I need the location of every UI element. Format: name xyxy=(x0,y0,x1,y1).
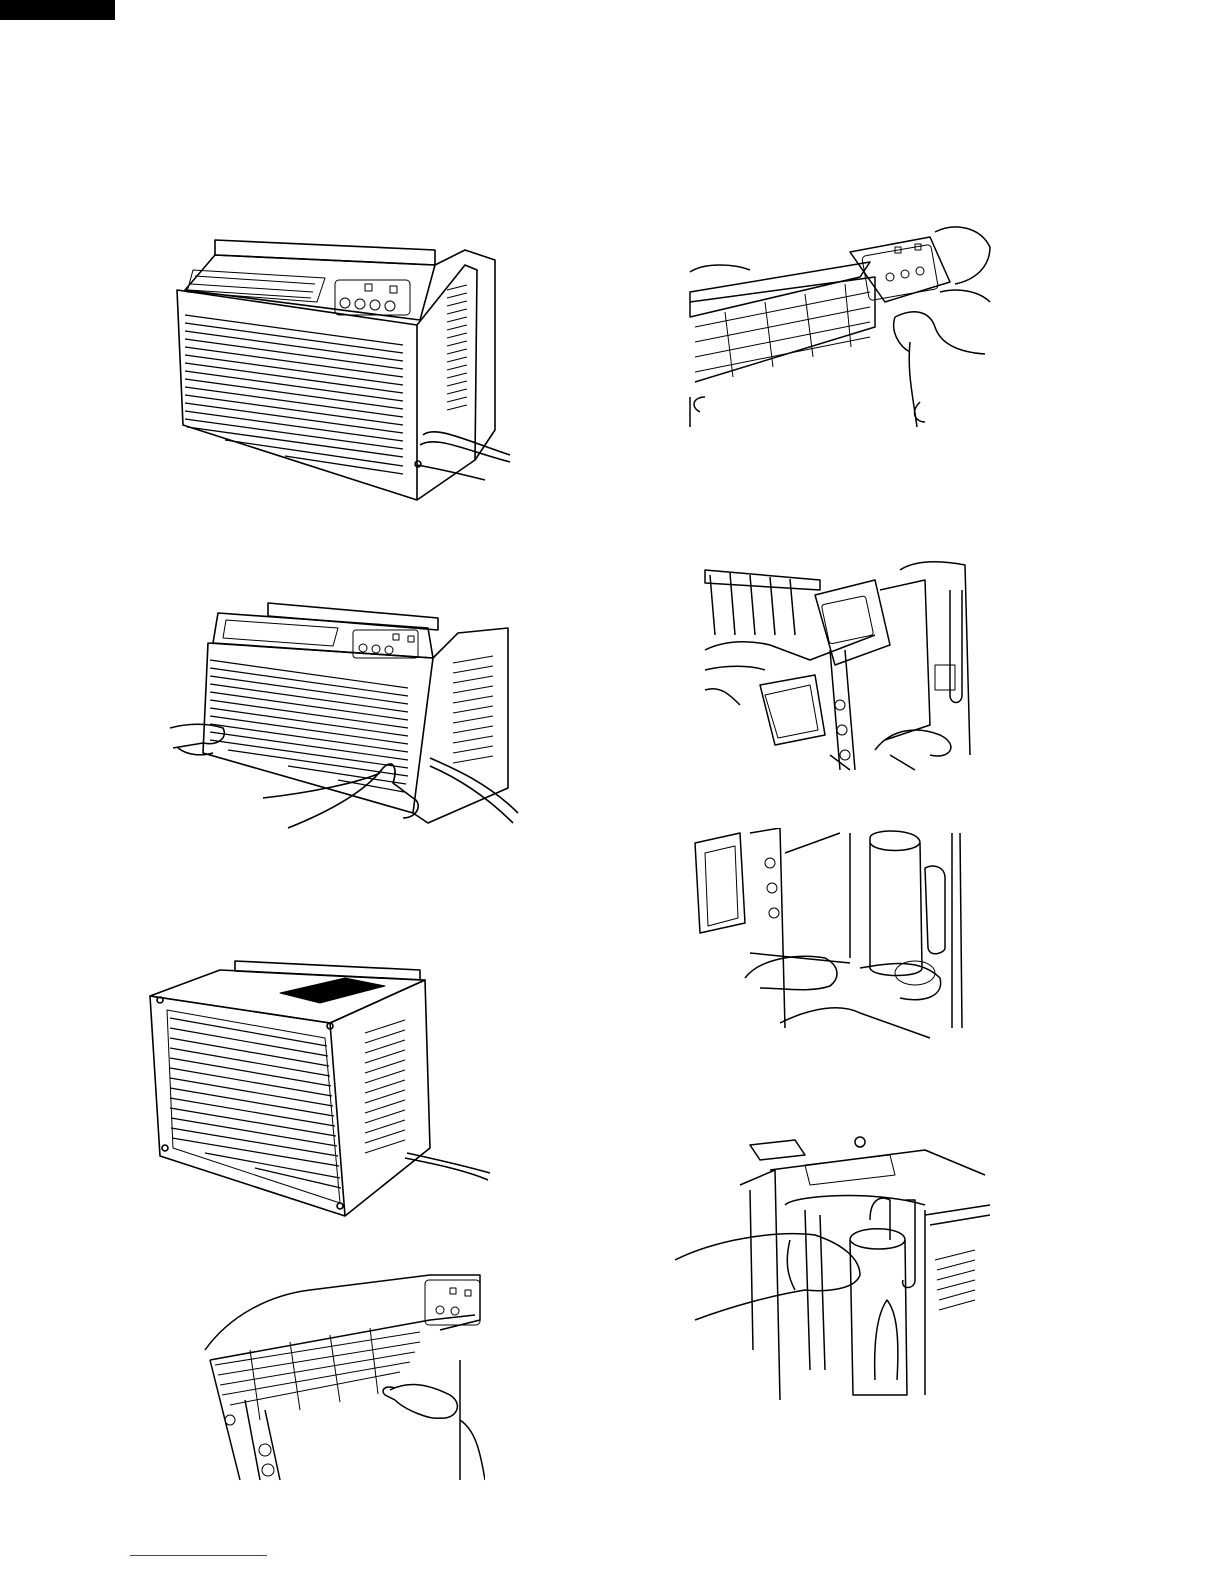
figure-unscrew-control-box xyxy=(700,555,980,775)
figure-disconnect-wiring xyxy=(690,828,970,1043)
figure-compressor-tubing xyxy=(675,1130,995,1400)
footer-rule xyxy=(130,1555,267,1556)
figure-remove-front-panel xyxy=(168,598,523,843)
figure-detach-control-panel xyxy=(685,222,995,427)
figure-cabinet-front-removed xyxy=(145,958,495,1218)
figure-control-area-closeup xyxy=(200,1270,485,1485)
corner-tab xyxy=(0,0,115,20)
figure-assembled-unit xyxy=(165,230,515,505)
